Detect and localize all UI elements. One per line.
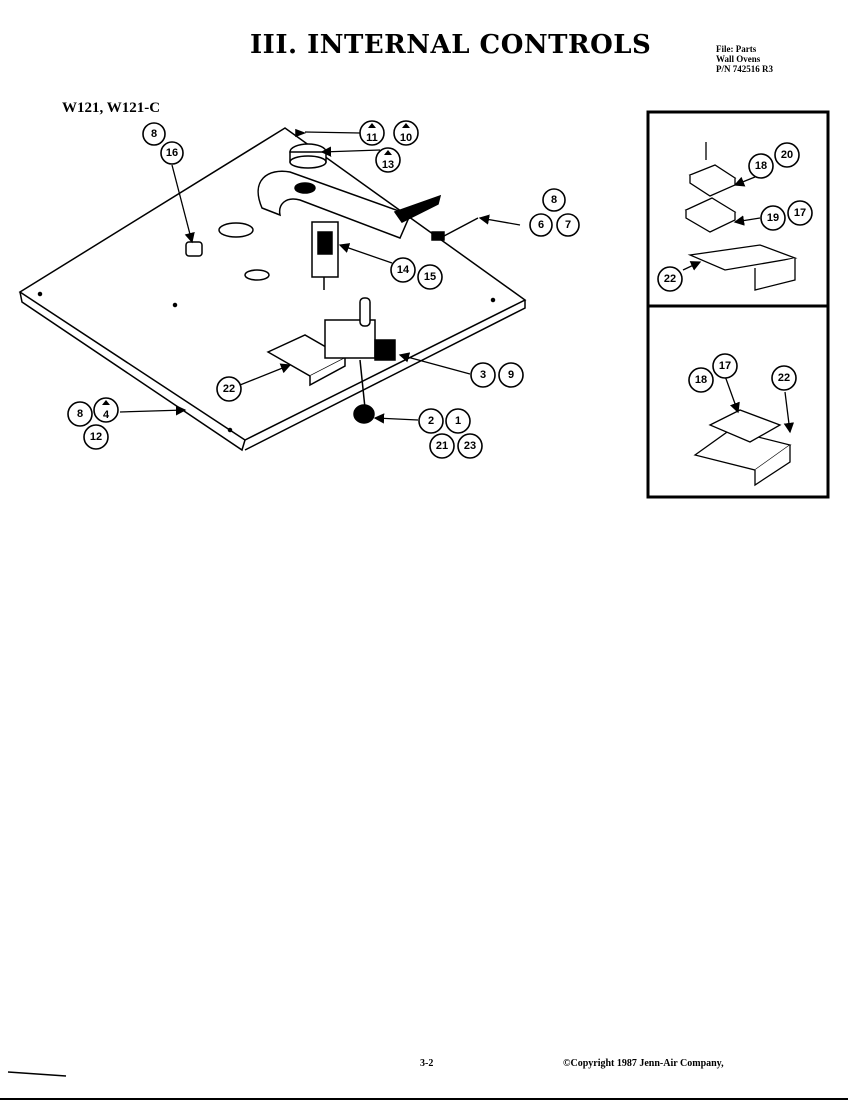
callout-label: 11	[366, 132, 378, 144]
callout-label: 17	[794, 207, 806, 219]
callout-label: 22	[778, 372, 790, 384]
callout-label: 21	[436, 440, 448, 452]
callout-label: 6	[538, 219, 544, 231]
callout-label: 10	[400, 132, 412, 144]
file-info-line: P/N 742516 R3	[716, 64, 773, 74]
callout-label: 23	[464, 440, 476, 452]
callout-label: 8	[151, 128, 157, 140]
club-marks	[102, 123, 410, 405]
callout-label: 8	[551, 194, 557, 206]
model-label: W121, W121-C	[62, 100, 161, 116]
callout-label: 15	[424, 271, 436, 283]
inset-top-assembly	[682, 142, 798, 291]
callout-label: 4	[103, 409, 110, 421]
callouts	[67, 120, 813, 459]
sensor-part	[185, 241, 203, 257]
inset-frame	[646, 110, 830, 499]
callout-label: 16	[166, 147, 178, 159]
file-info: File: Parts Wall Ovens P/N 742516 R3	[716, 44, 773, 74]
switch-assembly	[266, 297, 396, 424]
terminal-connector	[431, 217, 479, 241]
solenoid-bracket	[311, 221, 339, 290]
callout-label: 20	[781, 149, 793, 161]
scan-mark	[7, 1071, 67, 1077]
leader-lines	[119, 131, 521, 424]
page-number: 3-2	[420, 1058, 434, 1069]
callout-label: 19	[767, 212, 779, 224]
callout-label: 1	[455, 415, 461, 427]
callout-label: 8	[77, 408, 83, 420]
callout-label: 18	[755, 160, 767, 172]
callout-label: 14	[397, 264, 410, 276]
callout-label: 2	[428, 415, 434, 427]
file-info-line: Wall Ovens	[716, 54, 761, 64]
callout-label: 22	[223, 383, 235, 395]
file-info-line: File: Parts	[716, 44, 757, 54]
thermostat-cap	[289, 128, 327, 169]
callout-label: 3	[480, 369, 486, 381]
callout-label: 9	[508, 369, 514, 381]
callout-label: 17	[719, 360, 731, 372]
callout-label: 18	[695, 374, 707, 386]
callout-label: 22	[664, 273, 676, 285]
callout-label: 13	[382, 159, 394, 171]
inset-bottom-assembly	[693, 375, 795, 487]
vent-duct	[257, 170, 442, 239]
callout-label: 7	[565, 219, 571, 231]
copyright: ©Copyright 1987 Jenn-Air Company,	[563, 1058, 724, 1069]
callout-label: 12	[90, 431, 102, 443]
page-title: III. INTERNAL CONTROLS	[250, 30, 652, 60]
